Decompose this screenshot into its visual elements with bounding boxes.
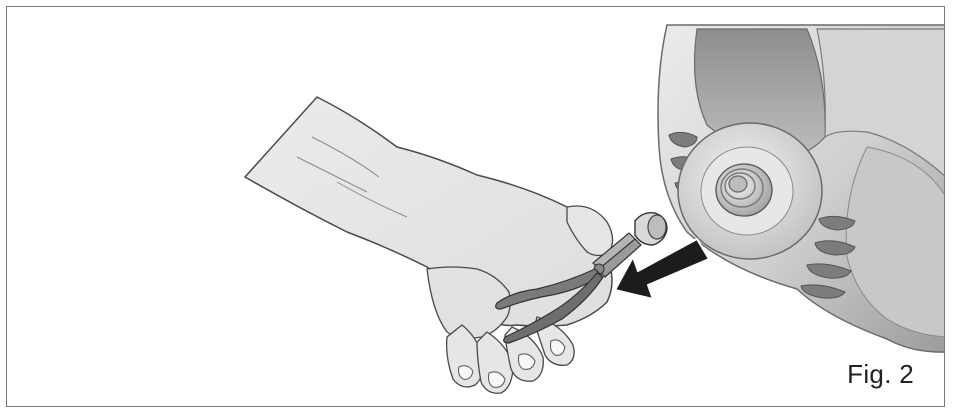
figure-frame: Fig. 2 xyxy=(6,6,945,407)
pump-housing-icon xyxy=(658,25,945,352)
illustration xyxy=(7,7,945,407)
threaded-outlet-icon xyxy=(716,164,772,216)
cap-icon xyxy=(635,213,667,245)
figure-label: Fig. 2 xyxy=(847,359,914,390)
hand-icon xyxy=(245,97,613,393)
